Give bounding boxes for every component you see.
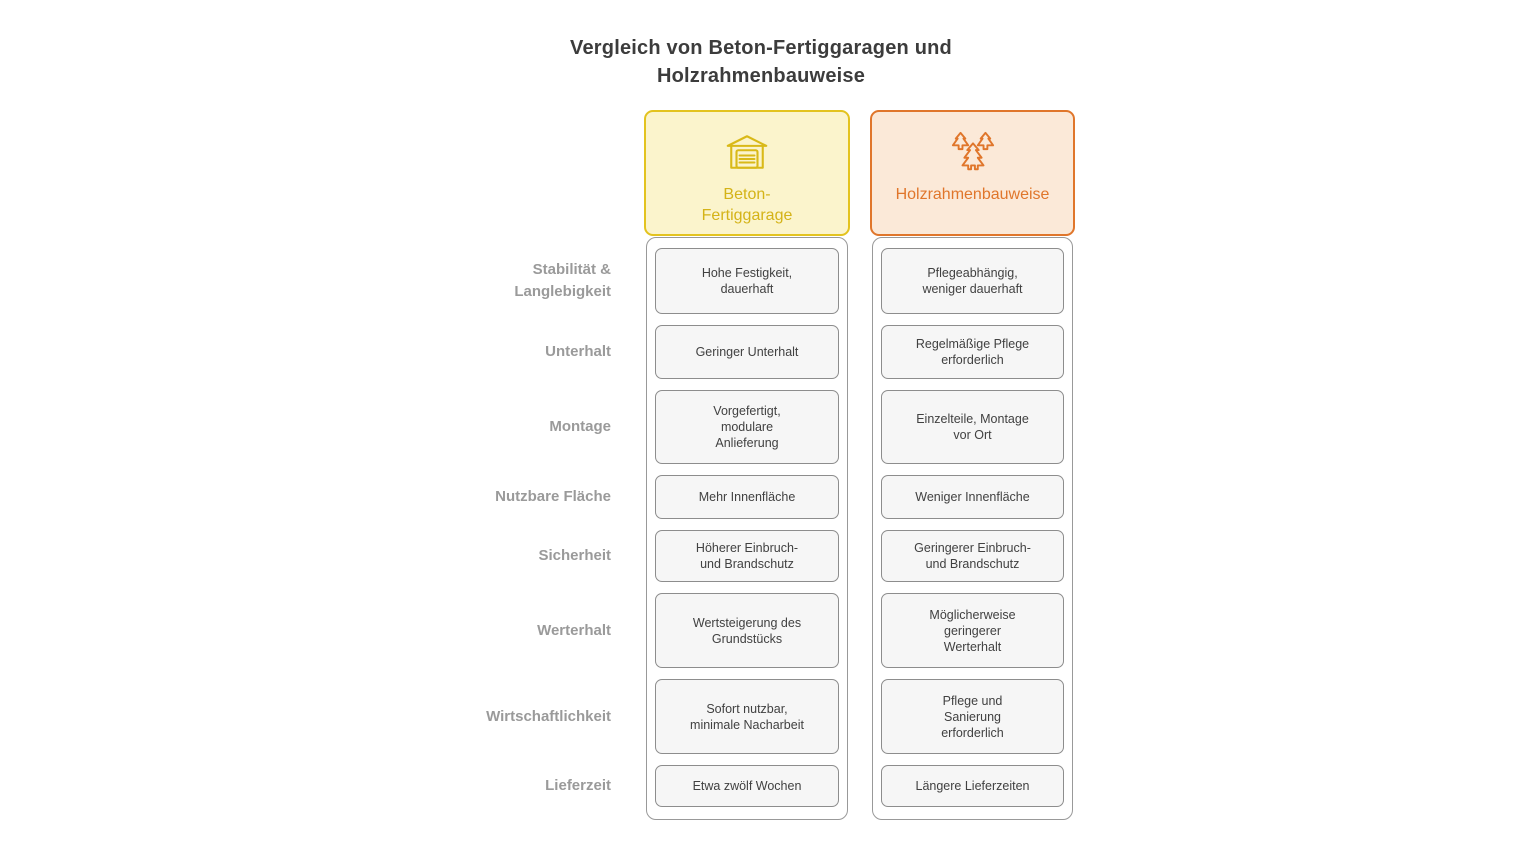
page-title: Vergleich von Beton-Fertiggaragen und Ho… xyxy=(570,37,952,87)
comparison-cell-holz: Längere Lieferzeiten xyxy=(881,765,1064,807)
row-label: Nutzbare Fläche xyxy=(495,488,611,505)
row-label: Stabilität & Langlebigkeit xyxy=(514,261,611,300)
comparison-cell-holz: Möglicherweise geringerer Werterhalt xyxy=(881,593,1064,668)
comparison-cell-beton: Höherer Einbruch- und Brandschutz xyxy=(655,530,839,582)
comparison-cell-beton: Vorgefertigt, modulare Anlieferung xyxy=(655,390,839,464)
row-label: Unterhalt xyxy=(545,343,611,360)
column-title-holz: Holzrahmenbauweise xyxy=(895,186,1050,203)
row-label: Montage xyxy=(549,418,611,435)
comparison-cell-beton: Hohe Festigkeit, dauerhaft xyxy=(655,248,839,314)
garage-icon xyxy=(726,130,768,174)
row-label: Werterhalt xyxy=(537,621,611,639)
comparison-cell-holz: Pflegeabhängig, weniger dauerhaft xyxy=(881,248,1064,314)
column-holzrahmenbauweise: Holzrahmenbauweise Pflegeabhängig, wenig… xyxy=(870,110,1075,820)
column-beton-fertiggarage: Beton- Fertiggarage Hohe Festigkeit, dau… xyxy=(644,110,850,820)
pine-trees-icon xyxy=(950,130,996,174)
comparison-cell-beton: Geringer Unterhalt xyxy=(655,325,839,379)
column-title-beton: Beton- Fertiggarage xyxy=(701,186,793,224)
comparison-cell-holz: Geringerer Einbruch- und Brandschutz xyxy=(881,530,1064,582)
comparison-cell-holz: Weniger Innenfläche xyxy=(881,475,1064,519)
row-label: Lieferzeit xyxy=(545,777,611,794)
comparison-cell-beton: Mehr Innenfläche xyxy=(655,475,839,519)
column-header-beton: Beton- Fertiggarage xyxy=(644,110,850,236)
comparison-cell-holz: Regelmäßige Pflege erforderlich xyxy=(881,325,1064,379)
column-header-holz: Holzrahmenbauweise xyxy=(870,110,1075,236)
comparison-cell-holz: Pflege und Sanierung erforderlich xyxy=(881,679,1064,754)
row-label: Wirtschaftlichkeit xyxy=(486,707,611,725)
comparison-cell-beton: Sofort nutzbar, minimale Nacharbeit xyxy=(655,679,839,754)
row-label: Sicherheit xyxy=(538,547,611,564)
comparison-cell-holz: Einzelteile, Montage vor Ort xyxy=(881,390,1064,464)
comparison-cell-beton: Etwa zwölf Wochen xyxy=(655,765,839,807)
comparison-cell-beton: Wertsteigerung des Grundstücks xyxy=(655,593,839,668)
